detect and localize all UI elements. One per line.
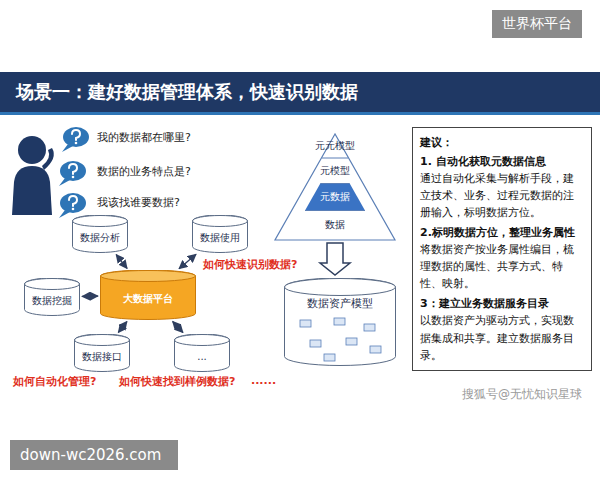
question-text: 我该找谁要数据?	[97, 195, 180, 210]
pyramid-band: 数据	[275, 212, 395, 238]
node-label: 数据资产模型	[307, 296, 373, 311]
pyramid-band: 元元模型	[305, 136, 365, 156]
person-icon	[12, 136, 54, 215]
watermark: 搜狐号@无忧知识星球	[462, 386, 582, 403]
title-bar: 场景一：建好数据管理体系，快速识别数据	[0, 72, 600, 112]
node-label: 大数据平台	[123, 292, 173, 306]
question-note: 如何自动化管理?	[12, 374, 97, 389]
band-label: 数据	[325, 218, 345, 232]
node-label: ...	[197, 351, 207, 362]
advice-body: 将数据资产按业务属性编目，梳理数据的属性、共享方式、特性、映射。	[420, 241, 584, 292]
question-bubble	[59, 127, 89, 218]
node-label: 数据挖掘	[32, 294, 72, 308]
connector-arrow	[116, 255, 127, 269]
database-cylinder: ...	[174, 334, 230, 372]
watermark: 世界杯平台	[492, 10, 582, 38]
question-text: 我的数据都在哪里?	[97, 130, 191, 145]
band-label: 元元模型	[315, 139, 355, 153]
advice-heading: 1. 自动化获取元数据信息	[420, 153, 584, 170]
asset-model-cylinder: 数据资产模型	[284, 278, 396, 366]
question-note: ......	[250, 374, 277, 387]
watermark: down-wc2026.com	[10, 440, 178, 470]
advice-heading: 建议：	[420, 134, 584, 151]
pyramid	[275, 134, 395, 240]
pyramid-band: 元数据	[290, 185, 380, 209]
question-note: 如何快速找到样例数据?	[118, 374, 236, 389]
connector-arrow	[173, 321, 183, 332]
band-label: 元数据	[320, 190, 350, 204]
title-stripe	[0, 112, 600, 115]
node-label: 数据接口	[82, 350, 122, 364]
database-cylinder: 数据分析	[72, 215, 128, 253]
advice-heading: 2.标明数据方位，整理业务属性	[420, 224, 584, 241]
database-cylinder: 数据接口	[74, 334, 130, 372]
advice-body: 以数据资产为驱动方式，实现数据集成和共享。建立数据服务目录。	[420, 312, 584, 363]
advice-body: 通过自动化采集与解析手段，建立技术、业务、过程元数据的注册输入，标明数据方位。	[420, 170, 584, 221]
platform-cylinder: 大数据平台	[100, 270, 196, 320]
pyramid-band: 元模型	[305, 160, 365, 182]
band-label: 元模型	[320, 164, 350, 178]
advice-box: 建议： 1. 自动化获取元数据信息通过自动化采集与解析手段，建立技术、业务、过程元…	[412, 127, 592, 371]
block-arrow	[320, 243, 350, 275]
database-cylinder: 数据使用	[192, 215, 248, 253]
connector-arrow	[118, 322, 127, 333]
database-cylinder: 数据挖掘	[24, 278, 80, 316]
node-label: 数据使用	[200, 231, 240, 245]
question-text: 数据的业务特点是?	[97, 164, 191, 179]
node-label: 数据分析	[80, 231, 120, 245]
cylinder-outline	[284, 278, 396, 366]
connector-arrow	[179, 254, 196, 268]
question-note: 如何快速识别数据?	[202, 257, 298, 272]
title-text: 场景一：建好数据管理体系，快速识别数据	[16, 80, 358, 104]
advice-heading: 3：建立业务数据服务目录	[420, 295, 584, 312]
connector-arrow	[82, 295, 98, 297]
